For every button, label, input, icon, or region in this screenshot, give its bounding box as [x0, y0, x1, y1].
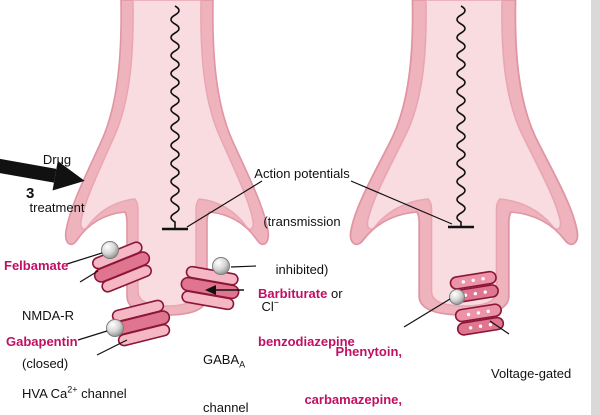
hva-channel-label: HVA Ca2+ channel (closed): [22, 384, 127, 401]
gabapentin-drug-ball: [106, 319, 124, 337]
page-edge: [591, 0, 600, 415]
felbamate-drug-ball: [101, 241, 119, 259]
action-potential-squiggle-left: [170, 5, 180, 229]
drug-treatment-arrow: [0, 158, 85, 191]
drug-treatment-label: Drug treatment: [29, 152, 85, 215]
barbiturate-label: Barbiturate or benzodiazepine: [258, 286, 355, 349]
gaba-channel-label: GABAA channel (open): [203, 352, 249, 415]
action-potential-squiggle-right: [456, 5, 466, 227]
phenytoin-drug-ball: [449, 289, 465, 305]
step-number: 3: [26, 185, 35, 202]
sodium-channel-label: Voltage-gated Na+ channel (inactivated): [491, 366, 572, 415]
gabapentin-label: Gabapentin: [6, 334, 78, 349]
felbamate-label: Felbamate: [4, 258, 69, 273]
barbiturate-drug-ball: [212, 257, 230, 275]
nmda-receptor-label: NMDA-R (closed): [22, 308, 74, 371]
label-connectors: [66, 180, 510, 356]
chloride-arrow: [205, 285, 244, 295]
phenytoin-label: Phenytoin, carbamazepine, or lamotrigine: [304, 344, 402, 407]
action-potentials-label: Action potentials (transmission inhibite…: [254, 166, 350, 277]
chloride-label: Cl−: [261, 297, 279, 314]
